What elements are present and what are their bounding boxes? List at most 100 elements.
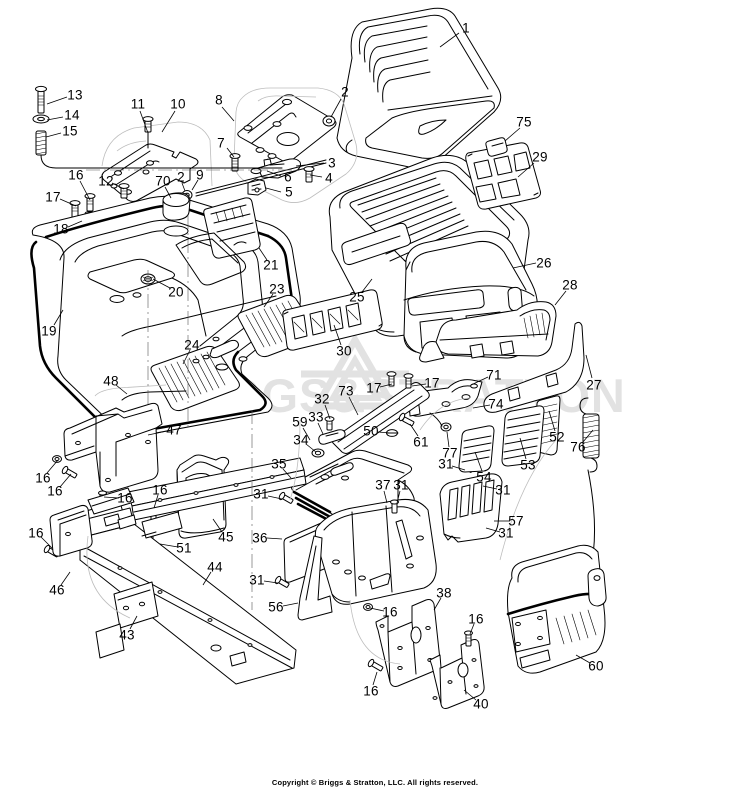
leader-line-52 bbox=[548, 410, 556, 432]
part-bracket-38 bbox=[375, 599, 441, 687]
callout-76: 76 bbox=[570, 439, 586, 455]
part-bolt-16h bbox=[367, 658, 384, 672]
part-seat-slot-body bbox=[175, 232, 247, 286]
part-clip-75 bbox=[485, 137, 508, 157]
callout-25: 25 bbox=[349, 289, 365, 305]
leader-line-43 bbox=[129, 615, 138, 630]
leader-line-30 bbox=[333, 324, 342, 346]
leader-line-16 bbox=[469, 623, 475, 635]
callout-33: 33 bbox=[308, 409, 324, 425]
callout-46: 46 bbox=[49, 582, 65, 598]
callout-17: 17 bbox=[366, 380, 382, 396]
callout-50: 50 bbox=[363, 423, 379, 439]
callout-45: 45 bbox=[218, 529, 234, 545]
leader-line-31 bbox=[263, 580, 279, 584]
part-bracket-56 bbox=[297, 535, 333, 621]
callout-18: 18 bbox=[53, 221, 69, 237]
part-shield-37 bbox=[314, 499, 437, 605]
part-bracket-71 bbox=[407, 379, 483, 417]
part-panel-48 bbox=[94, 384, 187, 401]
leader-line-5 bbox=[265, 187, 282, 193]
phantom-arc-right2 bbox=[499, 439, 557, 561]
part-frame-rail-43 bbox=[74, 501, 297, 685]
callout-16: 16 bbox=[47, 483, 63, 499]
callout-30: 30 bbox=[336, 343, 352, 359]
leader-line-74 bbox=[472, 404, 491, 409]
leader-line-35 bbox=[282, 468, 292, 479]
leader-line-6 bbox=[266, 170, 282, 177]
callout-61: 61 bbox=[413, 434, 429, 450]
callout-13: 13 bbox=[67, 87, 83, 103]
leader-line-16 bbox=[59, 473, 72, 488]
leader-line-31 bbox=[396, 490, 401, 504]
part-bracket-40 bbox=[429, 639, 485, 709]
callout-40: 40 bbox=[473, 696, 489, 712]
part-bracket-51 bbox=[87, 487, 157, 537]
part-spring-15 bbox=[35, 130, 47, 156]
callout-24: 24 bbox=[184, 337, 200, 353]
part-bolt-32 bbox=[324, 416, 335, 431]
part-fuel-cap-70 bbox=[162, 192, 191, 237]
callout-31: 31 bbox=[253, 486, 269, 502]
leader-line-3 bbox=[295, 162, 325, 167]
part-bracket-77 bbox=[429, 412, 452, 432]
leader-line-53 bbox=[519, 437, 527, 460]
part-grille-30 bbox=[282, 289, 383, 351]
part-vent-54 bbox=[458, 425, 495, 473]
part-panel-47 bbox=[63, 402, 163, 493]
callout-37: 37 bbox=[375, 477, 391, 493]
callout-56: 56 bbox=[268, 599, 284, 615]
callout-3: 3 bbox=[328, 155, 336, 171]
leader-line-2 bbox=[330, 98, 342, 118]
leader-line-15 bbox=[45, 132, 62, 138]
part-washer-14 bbox=[32, 114, 50, 124]
leader-line-1 bbox=[439, 32, 460, 48]
callout-10: 10 bbox=[170, 96, 186, 112]
leader-line-29 bbox=[517, 162, 535, 178]
leader-line-56 bbox=[282, 602, 299, 607]
leader-line-50 bbox=[377, 431, 392, 434]
callout-31: 31 bbox=[498, 525, 514, 541]
callout-16: 16 bbox=[28, 525, 44, 541]
leader-line-45 bbox=[212, 518, 223, 533]
callout-75: 75 bbox=[516, 114, 532, 130]
part-bolt-4 bbox=[303, 166, 315, 183]
callout-9: 9 bbox=[196, 167, 204, 183]
callout-52: 52 bbox=[549, 429, 565, 445]
leader-line-38 bbox=[433, 597, 442, 611]
leader-line-25 bbox=[361, 278, 373, 293]
callout-38: 38 bbox=[436, 585, 452, 601]
leader-line-54 bbox=[474, 451, 483, 472]
callout-16: 16 bbox=[468, 611, 484, 627]
leader-line-23 bbox=[263, 293, 274, 308]
callout-leader-lines bbox=[40, 32, 594, 701]
part-bumper-28 bbox=[419, 301, 557, 363]
part-washer-6 bbox=[250, 167, 262, 175]
callout-14: 14 bbox=[64, 107, 80, 123]
callout-6: 6 bbox=[284, 169, 292, 185]
callout-77: 77 bbox=[442, 445, 458, 461]
phantom-plate-outline bbox=[101, 121, 213, 187]
leader-line-77 bbox=[446, 431, 450, 448]
part-footpad-24 bbox=[150, 345, 240, 412]
callout-29: 29 bbox=[532, 149, 548, 165]
callout-16: 16 bbox=[382, 604, 398, 620]
part-bracket-46 bbox=[49, 504, 93, 557]
leader-line-34 bbox=[305, 443, 317, 453]
part-shield-60 bbox=[506, 544, 607, 674]
callout-51: 51 bbox=[176, 540, 192, 556]
callout-17: 17 bbox=[424, 375, 440, 391]
callout-48: 48 bbox=[103, 373, 119, 389]
callout-23: 23 bbox=[269, 281, 285, 297]
callout-5: 5 bbox=[285, 184, 293, 200]
part-shield-57 bbox=[439, 473, 503, 543]
leader-line-51 bbox=[159, 543, 179, 548]
callout-47: 47 bbox=[166, 422, 182, 438]
leader-line-24 bbox=[182, 349, 191, 365]
part-bolt-31c bbox=[390, 499, 399, 514]
copyright-notice: Copyright © Briggs & Stratton, LLC. All … bbox=[271, 778, 479, 787]
callout-54: 54 bbox=[476, 469, 492, 485]
callout-70: 70 bbox=[155, 173, 171, 189]
